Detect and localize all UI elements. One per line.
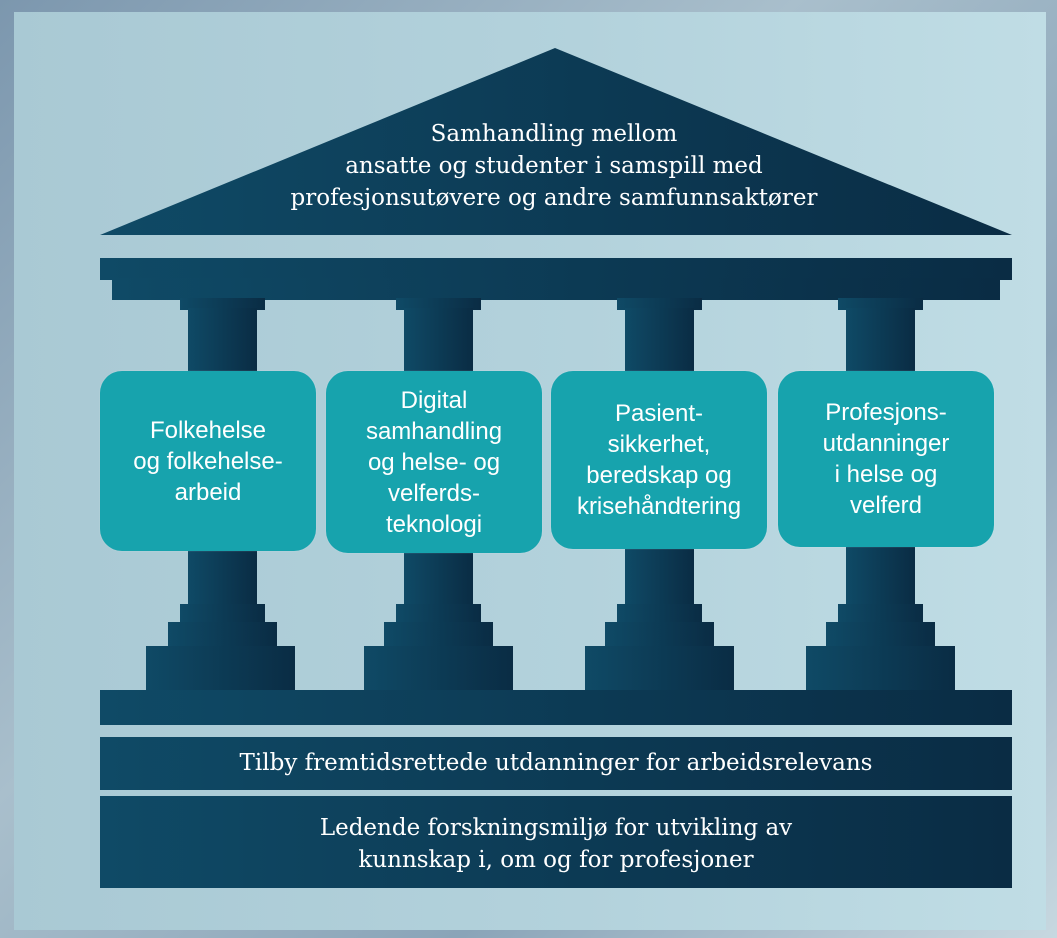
pillar-2-line-5: teknologi [385,510,483,538]
foundation-lower-line-1: Ledende forskningsmiljø for utvikling av [319,815,793,841]
roof-line-3: profesjonsutøvere og andre samfunnsaktør… [290,185,818,211]
foundation-lower-bar [100,796,1012,888]
pillar-2-line-4: velferds- [387,479,481,507]
pillar-1-line-3: arbeid [174,478,242,506]
pillar-box-folkehelse: Folkehelse og folkehelse- arbeid [100,371,316,551]
pillar-2-line-1: Digital [400,386,468,414]
pillar-3-line-2: sikkerhet, [607,431,711,458]
pillar-4-line-2: utdanninger [822,430,950,457]
pillar-4-line-1: Profesjons- [825,399,947,426]
entablature [100,258,1012,300]
column-4 [826,298,935,648]
foundation-lower-label: Ledende forskningsmiljø for utvikling av… [100,812,1012,876]
foundation-upper-line-1: Tilby fremtidsrettede utdanninger for ar… [239,750,873,776]
pillar-1-line-1: Folkehelse [149,416,267,444]
pillar-4-line-4: velferd [849,492,923,519]
column-base-steps [100,646,1012,725]
roof-line-1: Samhandling mellom [430,121,678,147]
pillar-4-line-3: i helse og [834,461,938,488]
pillar-box-pasientsikkerhet: Pasient- sikkerhet, beredskap og krisehå… [551,371,767,549]
pillar-2-line-2: samhandling [365,417,503,445]
roof-line-2: ansatte og studenter i samspill med [345,153,763,179]
pillar-box-digital-samhandling: Digital samhandling og helse- og velferd… [326,371,542,553]
pillar-3-line-1: Pasient- [614,400,704,427]
foundation-upper-label: Tilby fremtidsrettede utdanninger for ar… [100,747,1012,779]
foundation-lower-line-2: kunnskap i, om og for profesjoner [358,847,754,873]
roof-label: Samhandling mellom ansatte og studenter … [220,118,888,214]
roof-triangle [100,48,1012,235]
pillar-3-line-4: krisehåndtering [576,493,742,520]
pillar-1-line-2: og folkehelse- [133,447,283,475]
foundation-upper-bar [100,737,1012,790]
pillar-3-line-3: beredskap og [586,462,732,489]
pillar-box-profesjonsutdanninger: Profesjons- utdanninger i helse og velfe… [778,371,994,547]
pillar-2-line-3: og helse- og [367,448,501,476]
